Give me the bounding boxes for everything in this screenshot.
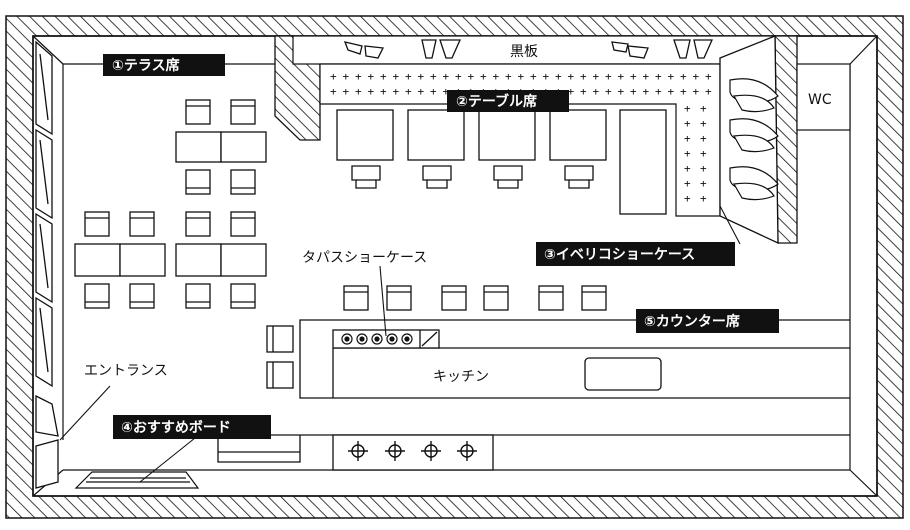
stove-burners [348,441,477,461]
left-windows [35,40,59,489]
plus-mark: + [693,85,700,98]
center-stools [351,165,594,189]
plus-mark: + [705,70,712,83]
svg-text:③イベリコショーケース: ③イベリコショーケース [544,247,695,263]
plus-mark: + [618,85,625,98]
svg-text:④おすすめボード: ④おすすめボード [121,420,231,436]
plus-mark: + [593,85,600,98]
plus-mark: + [430,85,437,98]
blackboard-lamps [343,39,714,59]
plus-mark: + [380,70,387,83]
plus-mark: + [605,85,612,98]
plus-mark: + [343,85,350,98]
plus-mark: + [680,70,687,83]
plus-mark: + [555,70,562,83]
plus-mark: + [680,85,687,98]
plus-mark: + [568,70,575,83]
dining-tables [74,131,267,277]
plus-mark: + [700,102,707,115]
plus-mark: + [605,70,612,83]
plus-mark: + [700,162,707,175]
plus-mark: + [655,85,662,98]
svg-text:②テーブル席: ②テーブル席 [456,93,537,110]
leader-lines [59,205,741,483]
plus-mark: + [643,70,650,83]
center-tables [336,109,667,215]
plus-mark: + [368,70,375,83]
plus-mark: + [700,132,707,145]
plus-mark: + [705,85,712,98]
plus-mark: + [418,85,425,98]
counter [217,319,850,471]
plus-mark: + [684,102,691,115]
plus-mark: + [568,85,575,98]
plus-mark: + [700,147,707,160]
plus-mark: + [393,70,400,83]
plus-mark: + [493,70,500,83]
plus-mark: + [480,70,487,83]
ham-legs [729,78,779,201]
plus-mark: + [684,177,691,190]
plus-mark: + [684,117,691,130]
plus-mark: + [668,85,675,98]
plus-mark: + [505,70,512,83]
plus-mark: + [618,70,625,83]
plus-mark: + [430,70,437,83]
plus-mark: + [330,85,337,98]
plus-mark: + [393,85,400,98]
plus-mark: + [700,117,707,130]
plus-mark: + [355,70,362,83]
svg-text:⑤カウンター席: ⑤カウンター席 [644,313,740,330]
label-table: ②テーブル席 [447,90,569,112]
plus-mark: + [355,85,362,98]
plus-mark: + [330,70,337,83]
plus-mark: + [643,85,650,98]
label-kitchen: キッチン [433,369,489,385]
plus-mark: + [418,70,425,83]
plus-mark: + [684,147,691,160]
dining-chairs [84,99,256,309]
plus-mark: + [630,85,637,98]
plus-mark: + [700,177,707,190]
side-seats [266,325,294,389]
plus-mark: + [668,70,675,83]
plus-mark: + [530,70,537,83]
plus-mark: + [655,70,662,83]
blackboard-label: 黒板 [510,44,538,60]
plus-mark: + [630,70,637,83]
plus-mark: + [593,70,600,83]
plus-mark: + [405,70,412,83]
label-iberico: ③イベリコショーケース [536,242,735,266]
label-tapas: タパスショーケース [302,250,427,266]
plus-mark: + [455,70,462,83]
label-entrance: エントランス [84,363,168,379]
plus-mark: + [543,70,550,83]
plus-mark: + [684,132,691,145]
wc-room [796,63,851,131]
tapas-showcase-circles [341,333,413,345]
label-recommend: ④おすすめボード [113,415,271,439]
label-terrace: ①テラス席 [103,54,225,76]
plus-mark: + [380,85,387,98]
label-counter: ⑤カウンター席 [636,309,779,333]
plus-mark: + [580,70,587,83]
counter-stools [343,285,607,311]
plus-mark: + [368,85,375,98]
plus-mark: + [443,70,450,83]
wc-label: WC [808,92,832,108]
plus-mark: + [443,85,450,98]
plus-mark: + [693,70,700,83]
pillar-right [774,35,798,244]
svg-text:①テラス席: ①テラス席 [112,57,180,74]
plus-mark: + [405,85,412,98]
plus-mark: + [468,70,475,83]
plus-mark: + [518,70,525,83]
entrance-mat [74,471,200,489]
plus-mark: + [684,162,691,175]
plus-mark: + [580,85,587,98]
plus-mark: + [343,70,350,83]
plus-mark: + [684,192,691,205]
plus-mark: + [700,192,707,205]
